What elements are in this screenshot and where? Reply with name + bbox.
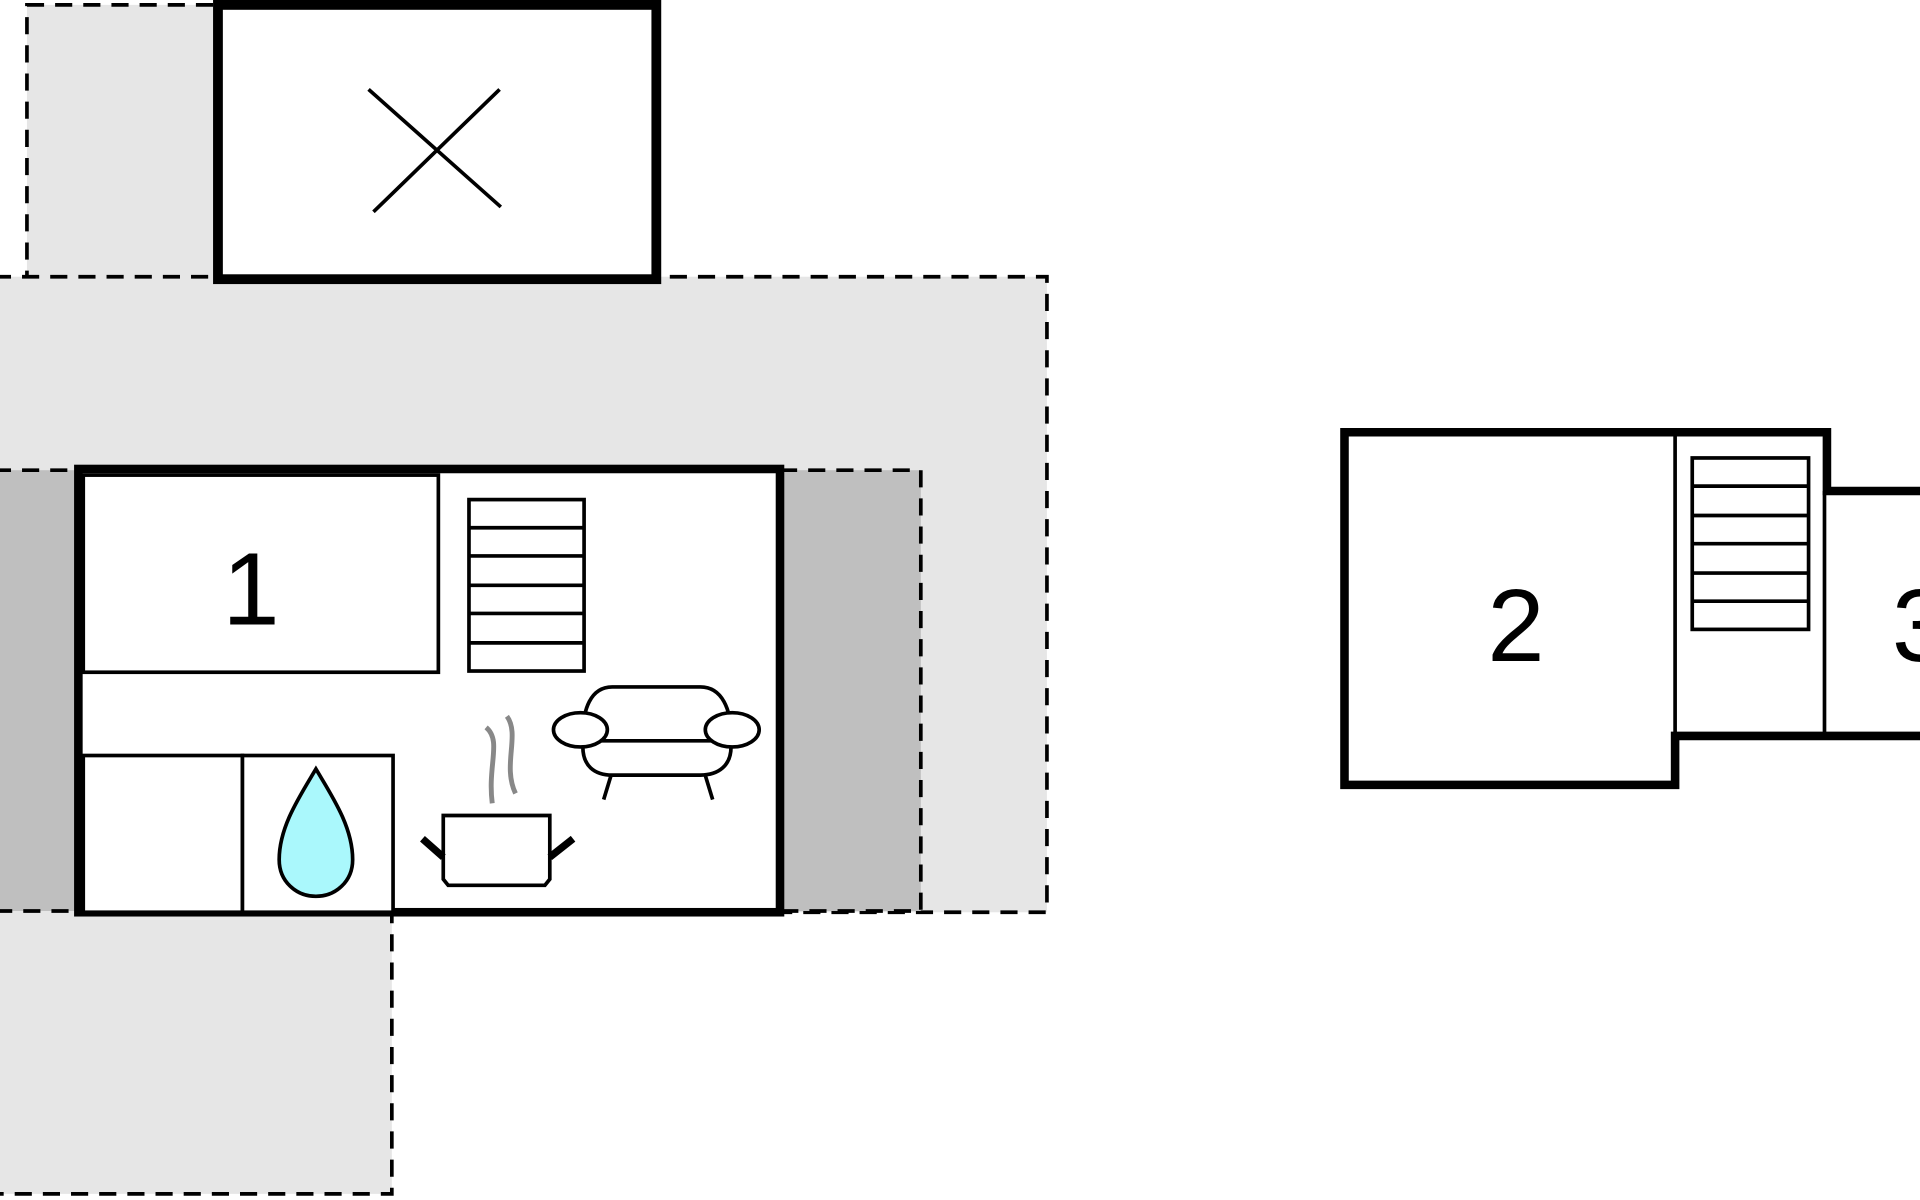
water-drop-icon: [277, 765, 355, 899]
annex-building: [213, 0, 662, 285]
covered-terrace-left: [0, 468, 81, 913]
x-mark-icon: [367, 88, 503, 214]
stairs-icon: [467, 497, 586, 673]
room-label-3: 3: [1892, 568, 1920, 683]
covered-terrace-right: [778, 468, 923, 913]
room-label-1: 1: [222, 531, 279, 646]
house-2: [1340, 427, 1920, 790]
stairs-icon: [1690, 456, 1811, 632]
room-storage: [81, 753, 245, 915]
room-label-2: 2: [1487, 568, 1544, 683]
room-1: [81, 473, 441, 675]
cooking-pot-icon: [420, 714, 576, 888]
sofa-icon: [551, 685, 762, 801]
